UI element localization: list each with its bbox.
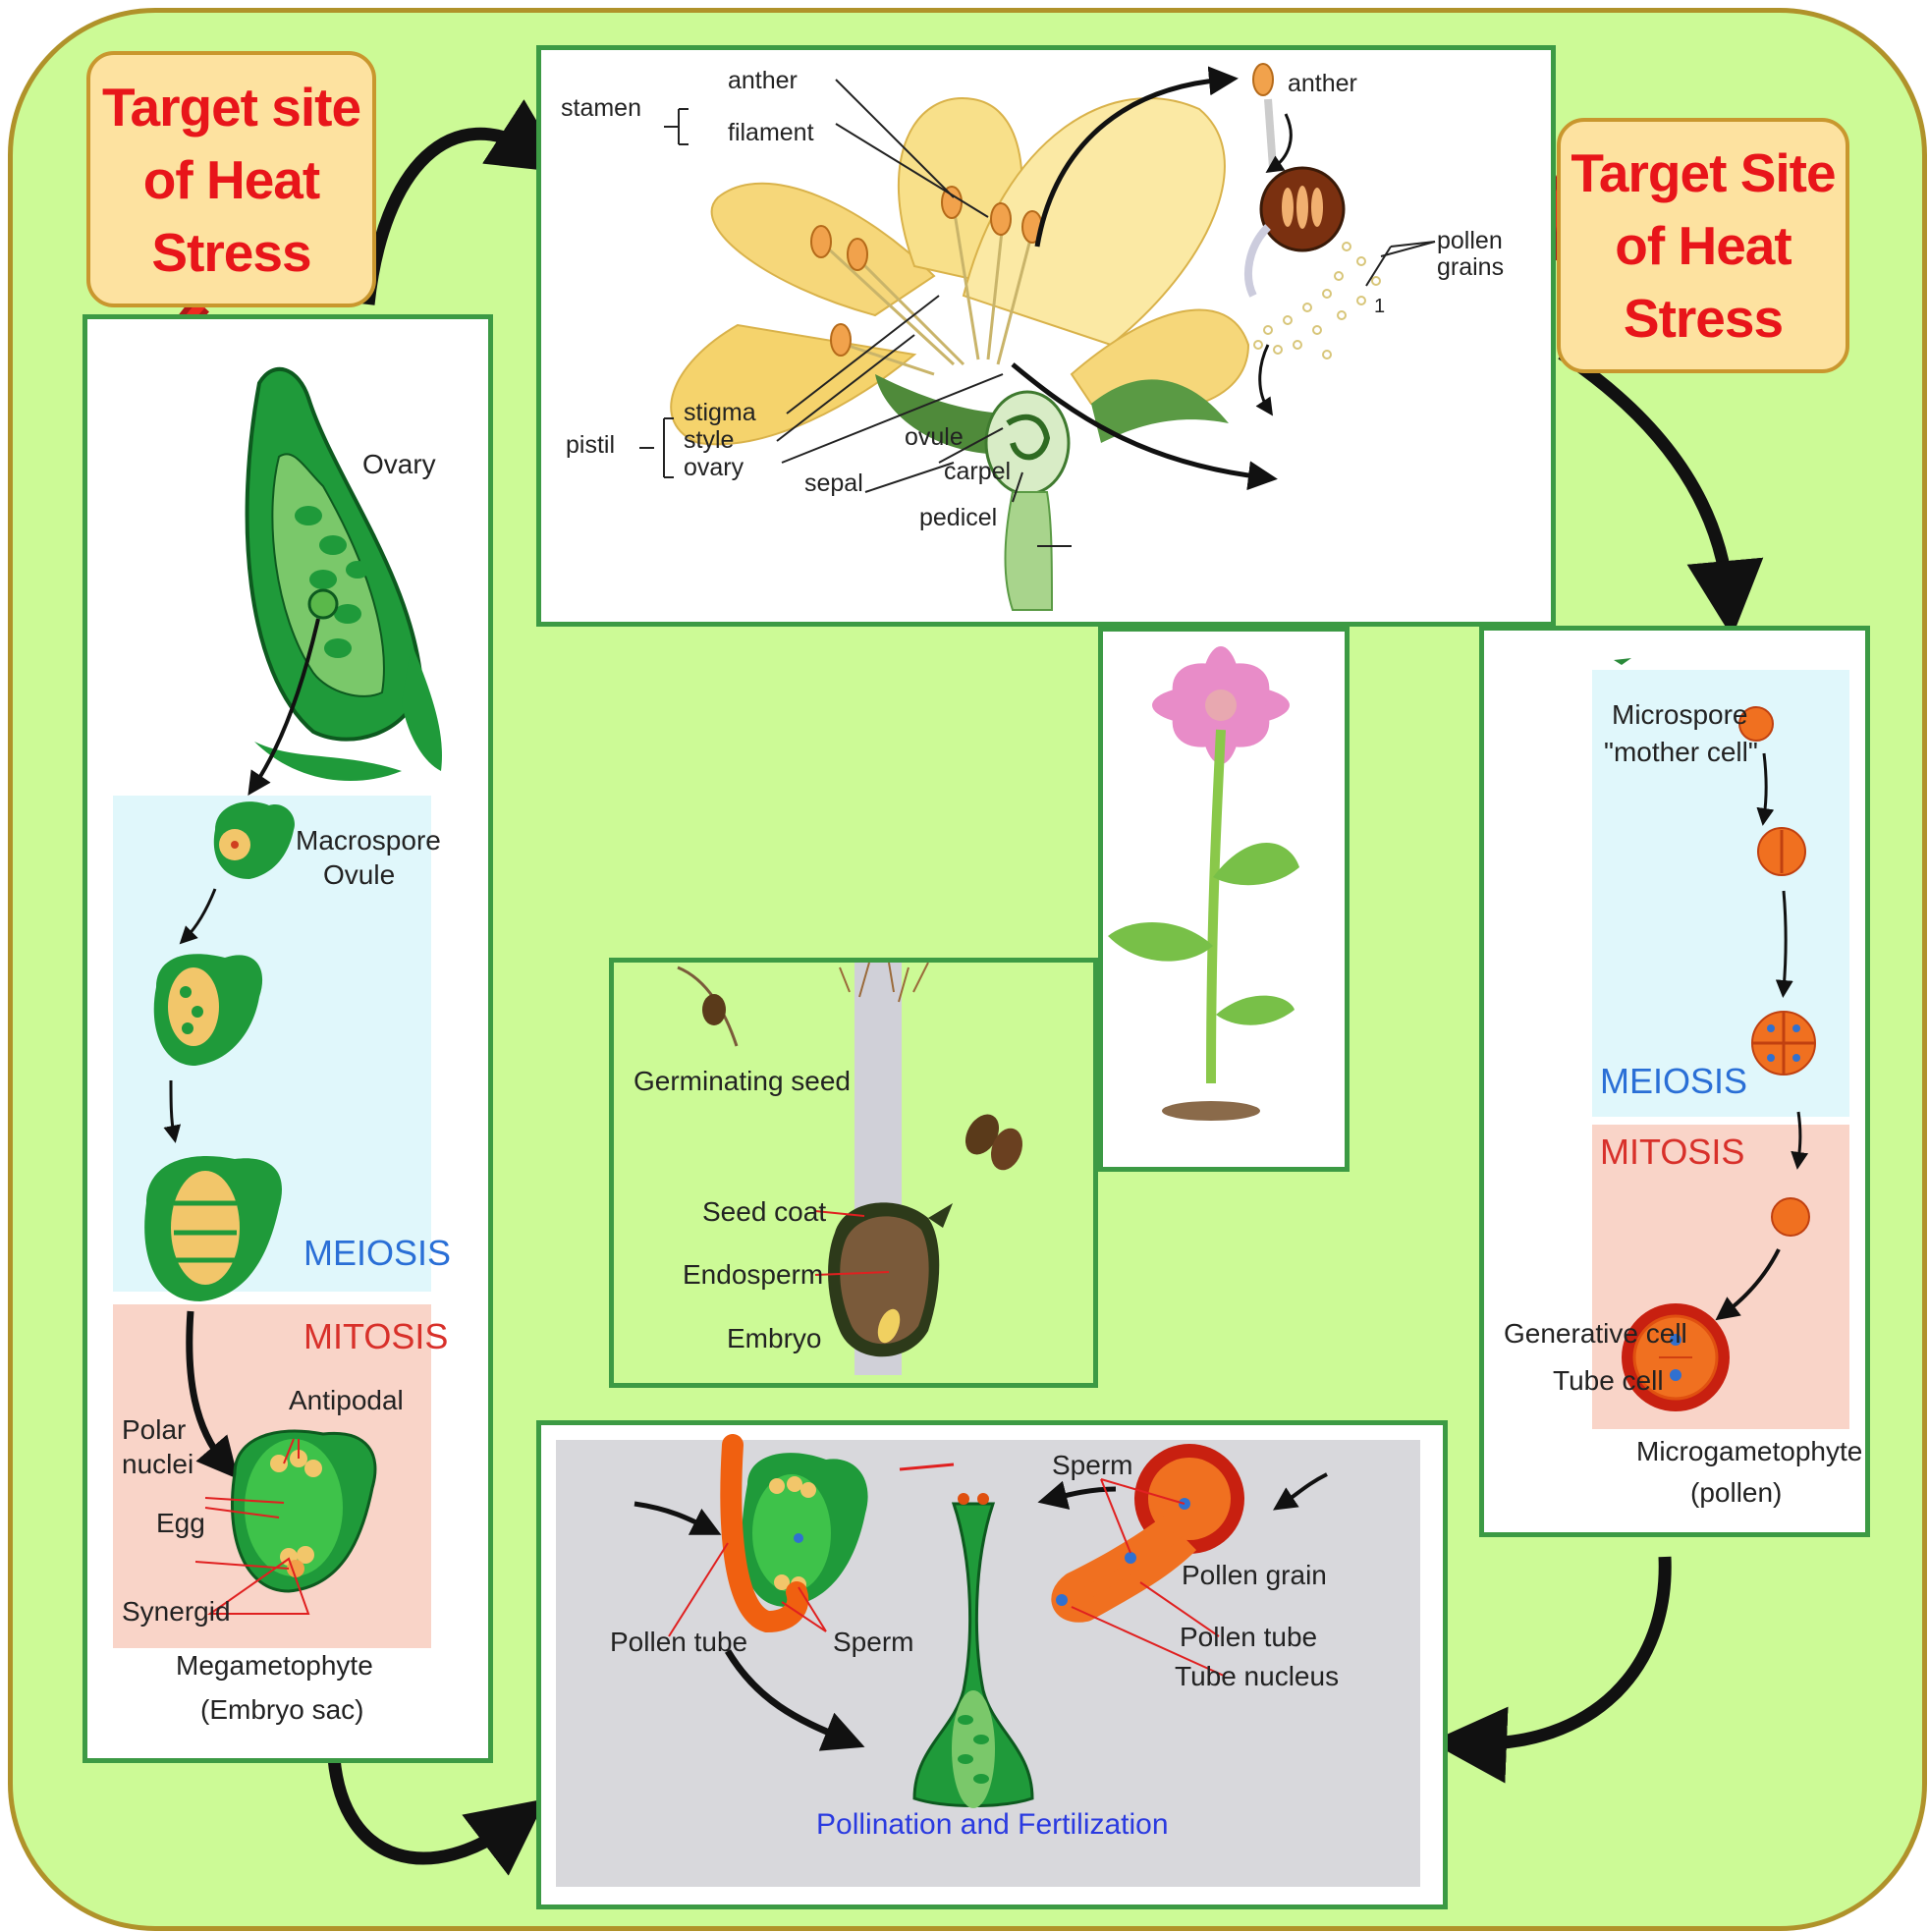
label-nuclei: nuclei [122,1449,194,1479]
arrow-mega-to-pollination [327,1757,546,1876]
label-ovule-left: Ovule [323,859,396,890]
label-pollination-caption: Pollination and Fertilization [816,1808,1169,1841]
label-anther-detail: anther [1288,70,1357,97]
label-macrospore: Macrospore [296,825,441,856]
label-egg: Egg [156,1508,205,1538]
label-pollen-tube-right: Pollen tube [1180,1622,1318,1652]
label-pollen: pollen [1437,227,1503,254]
callout-right-line3: Stress [1623,288,1784,349]
label-antipodal: Antipodal [289,1385,404,1415]
label-pedicel: pedicel [919,504,998,531]
callout-left-line1: Target site [101,76,361,138]
arrow-left-to-flower [361,99,568,305]
label-tube-nucleus: Tube nucleus [1175,1661,1340,1691]
label-sperm-mid: Sperm [833,1627,914,1657]
label-tube-cell: Tube cell [1553,1365,1664,1396]
label-generative-cell: Generative cell [1504,1318,1687,1349]
label-grains: grains [1437,253,1505,281]
label-sepal: sepal [804,469,863,497]
label-stamen: stamen [561,94,641,122]
label-embryo: Embryo [727,1323,822,1353]
callout-right-line1: Target Site [1571,142,1836,203]
label-endosperm: Endosperm [683,1259,824,1290]
label-microspore: Microspore [1612,699,1748,730]
label-pistil: pistil [566,431,616,459]
pollination-illustration [634,1434,1328,1808]
ovule-development-illustration [144,366,442,1615]
pollen-development-illustration [1614,658,1816,1411]
label-pollen-caption: (pollen) [1690,1477,1783,1508]
label-sperm-top: Sperm [1052,1450,1133,1480]
arrow-micro-to-pollination [1430,1556,1672,1784]
label-carpel: carpel [944,458,1012,485]
label-microgametophyte: Microgametophyte [1636,1436,1863,1466]
label-embryo-sac: (Embryo sac) [200,1694,364,1725]
label-style: style [684,426,735,454]
label-ovary: ovary [684,454,744,481]
plant-panel [1098,627,1350,1172]
microgametophyte-panel: Microspore "mother cell" MEIOSIS MITOSIS… [1479,626,1870,1537]
flower-illustration [639,63,1436,611]
label-polar: Polar [122,1414,187,1445]
seed-illustration [677,963,1022,1357]
label-meiosis-left: MEIOSIS [303,1233,452,1273]
label-ovary-left: Ovary [362,449,436,479]
label-meiosis-right: MEIOSIS [1600,1061,1748,1101]
label-mitosis-left: MITOSIS [303,1316,449,1356]
flower-anatomy-panel: stamen anther filament pistil stigma sty… [536,45,1556,627]
label-megametophyte: Megametophyte [176,1650,373,1681]
pollination-fertilization-panel: Sperm Pollen tube Sperm Pollen grain Pol… [536,1420,1448,1909]
callout-right-heat-stress: Target Site of Heat Stress [1557,118,1849,373]
callout-left-line3: Stress [151,221,311,283]
label-ovule: ovule [905,423,964,451]
arrow-right-down [1558,348,1764,637]
label-synergid: Synergid [122,1596,231,1627]
label-germinating-seed: Germinating seed [634,1066,852,1096]
label-filament: filament [728,119,814,146]
label-seed-coat: Seed coat [702,1196,827,1227]
label-mitosis-right: MITOSIS [1600,1132,1745,1172]
label-pollen-tube-left: Pollen tube [610,1627,748,1657]
label-mother-cell: "mother cell" [1604,737,1758,767]
flowering-plant-illustration [1108,646,1299,1121]
callout-left-line2: of Heat [142,148,320,210]
label-anther: anther [728,67,798,94]
label-pollen-grain: Pollen grain [1182,1560,1327,1590]
seed-panel: Germinating seed Seed coat Endosperm Emb… [609,958,1098,1388]
megametophyte-panel: Ovary Macrospore Ovule MEIOSIS MITOSIS P… [83,314,493,1763]
callout-left-heat-stress: Target site of Heat Stress [86,51,376,307]
label-stigma: stigma [684,399,756,426]
label-number: 1 [1374,296,1386,317]
callout-right-line2: of Heat [1615,215,1791,276]
